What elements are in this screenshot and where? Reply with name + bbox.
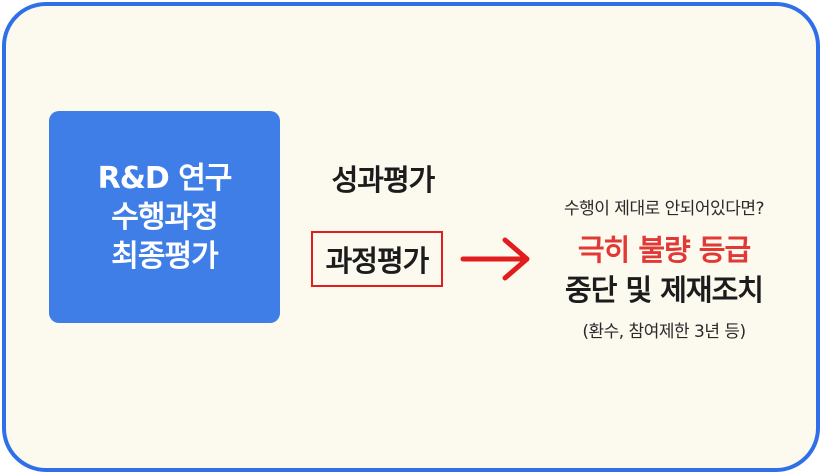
- grade-text: 극히 불량 등급: [577, 233, 751, 267]
- box-line-1: R&D 연구: [97, 160, 233, 196]
- condition-text: 수행이 제대로 안되어있다면?: [563, 199, 765, 219]
- process-evaluation-text: 과정평가: [325, 244, 430, 278]
- box-line-2: 수행과정: [111, 199, 218, 235]
- outcome-panel: 수행이 제대로 안되어있다면? 극히 불량 등급 중단 및 제재조치 (환수, …: [520, 192, 808, 345]
- performance-evaluation-label: 성과평가: [331, 163, 436, 197]
- sanction-note: (환수, 참여제한 3년 등): [582, 322, 746, 342]
- sanction-text: 중단 및 제재조치: [565, 273, 764, 307]
- final-evaluation-box: R&D 연구 수행과정 최종평가: [49, 111, 280, 323]
- box-line-3: 최종평가: [111, 238, 218, 274]
- right-arrow-icon: [460, 237, 530, 281]
- process-evaluation-label: 과정평가: [311, 231, 443, 287]
